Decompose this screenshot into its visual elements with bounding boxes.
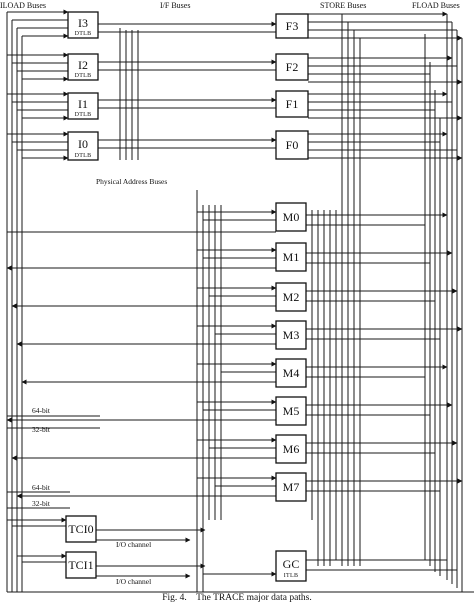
unit-m0: M0 xyxy=(275,202,307,232)
bus-width-64-lower: 64-bit xyxy=(32,483,51,492)
physical-address-buses-label: Physical Address Buses xyxy=(96,177,167,186)
unit-m6-name: M6 xyxy=(283,442,300,456)
unit-i1: I1 DTLB xyxy=(67,92,99,120)
unit-m0-name: M0 xyxy=(283,210,300,224)
unit-f2-name: F2 xyxy=(286,60,299,74)
unit-f3: F3 xyxy=(275,13,309,39)
unit-i0: I0 DTLB xyxy=(67,131,99,161)
unit-f2: F2 xyxy=(275,53,309,81)
bus-lines xyxy=(6,9,474,593)
unit-m3: M3 xyxy=(275,320,307,350)
unit-i3: I3 DTLB xyxy=(67,11,99,39)
unit-m2: M2 xyxy=(275,282,307,312)
unit-gc-name: GC xyxy=(283,557,300,571)
unit-m2-name: M2 xyxy=(283,290,300,304)
unit-f0-name: F0 xyxy=(286,138,299,152)
bus-width-32-upper: 32-bit xyxy=(32,425,51,434)
unit-i2: I2 DTLB xyxy=(67,53,99,81)
unit-m5: M5 xyxy=(275,396,307,426)
io-channel-1-label: I/O channel xyxy=(116,577,151,586)
unit-m4: M4 xyxy=(275,358,307,388)
unit-f0: F0 xyxy=(275,130,309,160)
unit-i2-name: I2 xyxy=(78,58,88,72)
unit-tci1-name: TCI1 xyxy=(68,558,93,572)
store-bus-label: STORE Buses xyxy=(320,1,366,10)
unit-f1-name: F1 xyxy=(286,97,299,111)
unit-f1: F1 xyxy=(275,90,309,118)
figure-caption: Fig. 4. The TRACE major data paths. xyxy=(162,593,312,602)
unit-i0-name: I0 xyxy=(78,137,88,151)
unit-m1-name: M1 xyxy=(283,250,300,264)
bus-width-32-lower: 32-bit xyxy=(32,499,51,508)
unit-i3-name: I3 xyxy=(78,16,88,30)
unit-gc: GC ITLB xyxy=(275,550,307,582)
unit-m7: M7 xyxy=(275,472,307,502)
unit-f3-name: F3 xyxy=(286,19,299,33)
unit-i1-dtlb: DTLB xyxy=(75,112,92,118)
fload-bus-label: FLOAD Buses xyxy=(412,1,460,10)
unit-m3-name: M3 xyxy=(283,328,300,342)
unit-tci0-name: TCI0 xyxy=(68,522,93,536)
io-channel-0-label: I/O channel xyxy=(116,540,151,549)
unit-m7-name: M7 xyxy=(283,480,300,494)
unit-tci1: TCI1 xyxy=(65,551,97,579)
unit-i0-dtlb: DTLB xyxy=(75,153,92,159)
unit-m1: M1 xyxy=(275,242,307,272)
unit-m5-name: M5 xyxy=(283,404,300,418)
unit-m4-name: M4 xyxy=(283,366,300,380)
unit-gc-itlb: ITLB xyxy=(284,573,299,579)
if-bus-label: I/F Buses xyxy=(160,1,190,10)
unit-tci0: TCI0 xyxy=(65,515,97,543)
iload-bus-label: ILOAD Buses xyxy=(0,1,46,10)
unit-m6: M6 xyxy=(275,434,307,464)
bus-width-64-upper: 64-bit xyxy=(32,406,51,415)
unit-i1-name: I1 xyxy=(78,97,88,111)
unit-i2-dtlb: DTLB xyxy=(75,73,92,79)
unit-i3-dtlb: DTLB xyxy=(75,31,92,37)
